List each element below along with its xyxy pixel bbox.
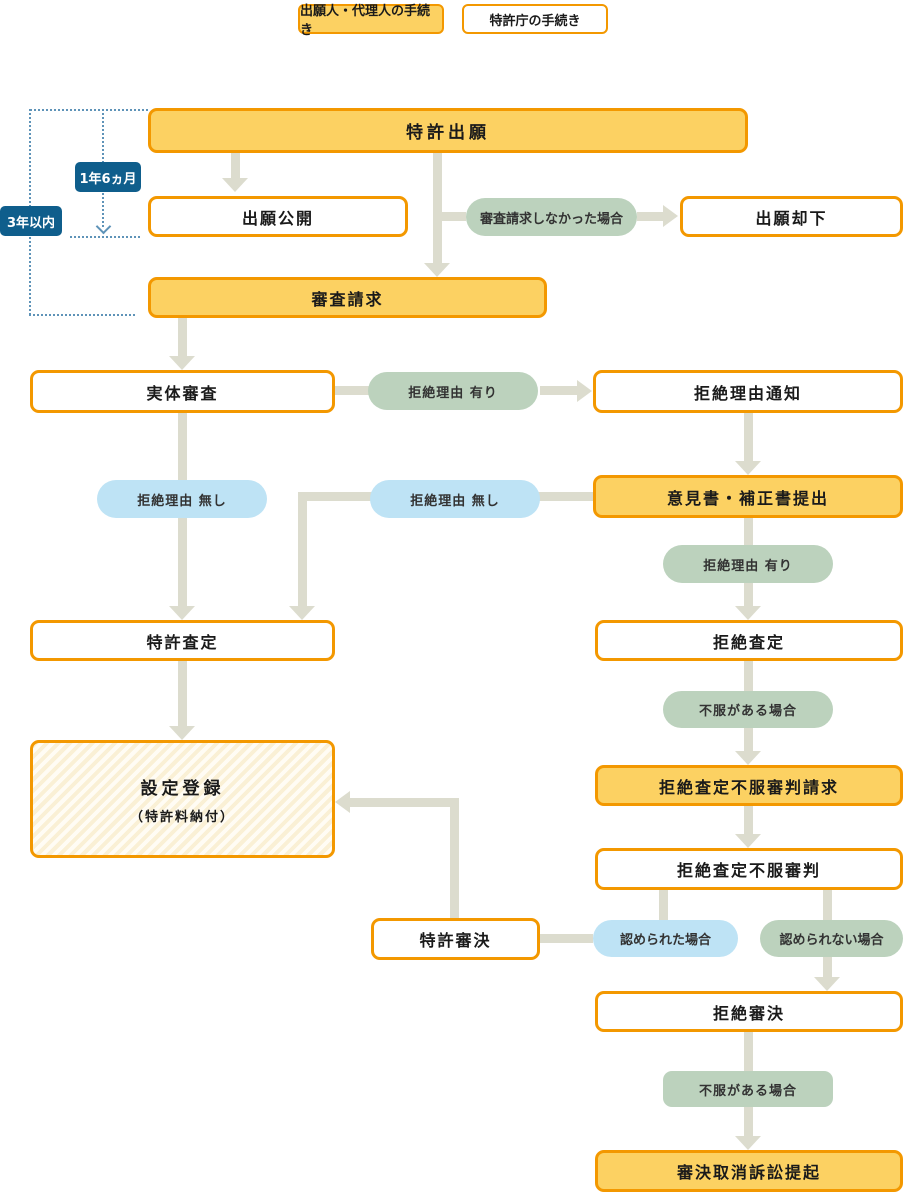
flow-line bbox=[450, 798, 459, 918]
node-examination-request: 審査請求 bbox=[148, 277, 547, 318]
flow-line bbox=[433, 153, 442, 263]
flow-line bbox=[437, 212, 466, 221]
node-lawsuit-filing: 審決取消訴訟提起 bbox=[595, 1150, 903, 1192]
node-patent-application: 特許出願 bbox=[148, 108, 748, 153]
flow-arrowhead bbox=[735, 834, 761, 848]
flow-line bbox=[659, 890, 668, 920]
condition-rejection-none-right: 拒絶理由 無し bbox=[370, 480, 540, 518]
registration-note: （特許料納付） bbox=[129, 809, 235, 825]
node-opinion-amendment-submission: 意見書・補正書提出 bbox=[593, 475, 903, 518]
flow-line bbox=[540, 386, 577, 395]
node-patent-grant-decision: 特許査定 bbox=[30, 620, 335, 661]
condition-dissatisfied-1: 不服がある場合 bbox=[663, 691, 833, 728]
dotted-guide-publication-level bbox=[70, 236, 140, 238]
condition-not-accepted: 認められない場合 bbox=[760, 920, 903, 957]
flow-line bbox=[744, 806, 753, 834]
flow-arrowhead bbox=[335, 791, 350, 813]
node-application-dismissal: 出願却下 bbox=[680, 196, 903, 237]
time-tag-3y: 3年以内 bbox=[0, 206, 62, 236]
flow-arrowhead bbox=[289, 606, 315, 620]
flow-line bbox=[298, 492, 307, 606]
node-rejection-reason-notice: 拒絶理由通知 bbox=[593, 370, 903, 413]
dotted-arrow-down-icon bbox=[95, 218, 112, 235]
condition-rejection-found-2: 拒絶理由 有り bbox=[663, 545, 833, 583]
flow-line bbox=[744, 413, 753, 461]
dotted-guide-request-level bbox=[29, 314, 135, 316]
node-patent-trial-decision: 特許審決 bbox=[371, 918, 540, 960]
node-registration: 設定登録 （特許料納付） bbox=[30, 740, 335, 858]
flow-line bbox=[346, 798, 459, 807]
flow-arrowhead bbox=[735, 606, 761, 620]
flow-arrowhead bbox=[169, 606, 195, 620]
flow-arrowhead bbox=[222, 178, 248, 192]
legend-applicant-procedure: 出願人・代理人の手続き bbox=[298, 4, 444, 38]
dotted-guide-top bbox=[30, 109, 148, 111]
condition-dissatisfied-2: 不服がある場合 bbox=[663, 1071, 833, 1107]
condition-no-examination-request: 審査請求しなかった場合 bbox=[466, 198, 637, 236]
flow-arrowhead bbox=[814, 977, 840, 991]
node-appeal-trial: 拒絶査定不服審判 bbox=[595, 848, 903, 890]
legend-office-procedure: 特許庁の手続き bbox=[462, 4, 608, 34]
flow-arrowhead bbox=[577, 380, 592, 402]
flow-line bbox=[540, 934, 593, 943]
flow-arrowhead bbox=[169, 356, 195, 370]
flow-arrowhead bbox=[663, 205, 678, 227]
flow-line bbox=[178, 661, 187, 726]
node-application-publication: 出願公開 bbox=[148, 196, 408, 237]
condition-rejection-found-1: 拒絶理由 有り bbox=[368, 372, 538, 410]
flow-line bbox=[178, 318, 187, 356]
flow-line bbox=[637, 212, 663, 221]
flow-arrowhead bbox=[735, 461, 761, 475]
node-rejection-decision: 拒絶査定 bbox=[595, 620, 903, 661]
condition-rejection-none-left: 拒絶理由 無し bbox=[97, 480, 267, 518]
flow-arrowhead bbox=[735, 751, 761, 765]
node-rejection-trial-decision: 拒絶審決 bbox=[595, 991, 903, 1032]
registration-title: 設定登録 bbox=[140, 778, 225, 799]
flow-arrowhead bbox=[169, 726, 195, 740]
time-tag-1y6m: 1年6ヵ月 bbox=[75, 162, 141, 192]
node-appeal-request: 拒絶査定不服審判請求 bbox=[595, 765, 903, 806]
condition-accepted: 認められた場合 bbox=[593, 920, 738, 957]
flow-arrowhead bbox=[735, 1136, 761, 1150]
flow-line bbox=[231, 153, 240, 178]
node-substantive-examination: 実体審査 bbox=[30, 370, 335, 413]
flow-line bbox=[335, 386, 370, 395]
flow-arrowhead bbox=[424, 263, 450, 277]
